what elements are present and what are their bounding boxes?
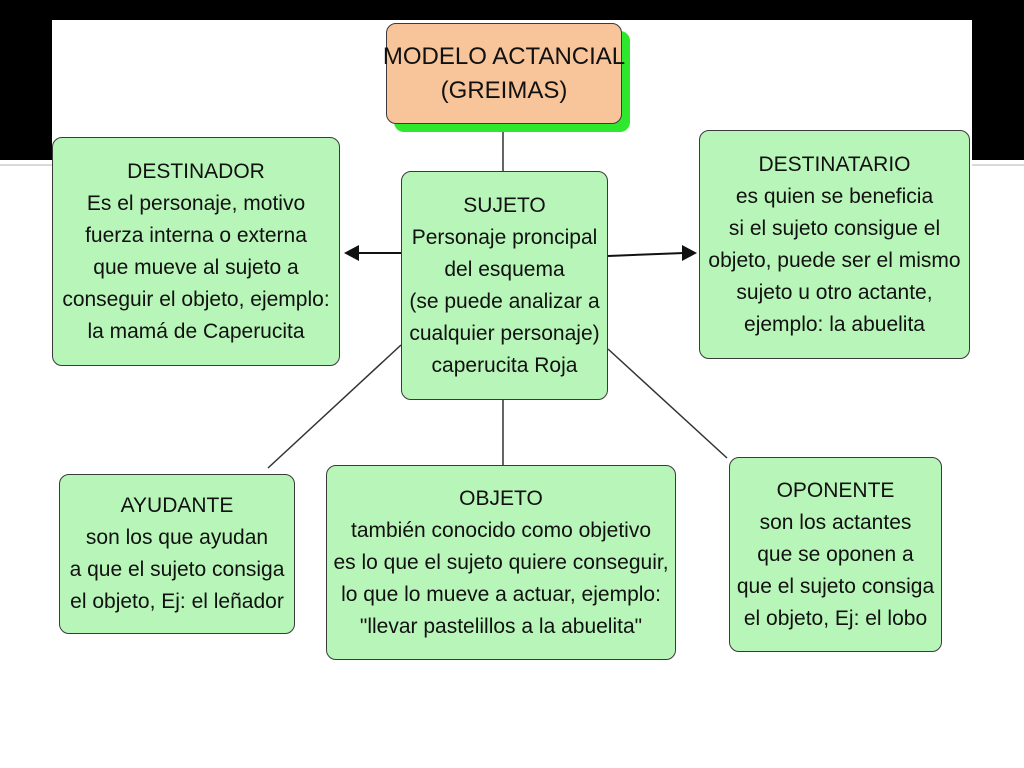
sujeto-text-line: Personaje proncipal — [411, 225, 598, 249]
arrowhead-right-icon — [682, 245, 697, 261]
oponente-box: OPONENTE son los actantes que se oponen … — [729, 457, 942, 652]
destinatario-text-line: sujeto u otro actante, — [736, 280, 933, 304]
right-black-bar — [972, 0, 1024, 160]
objeto-text-line: "llevar pastelillos a la abuelita" — [359, 614, 643, 638]
objeto-text-line: lo que lo mueve a actuar, ejemplo: — [341, 582, 661, 606]
sujeto-to-ayudante-line — [267, 344, 402, 469]
ayudante-text-line: a que el sujeto consiga — [69, 558, 285, 581]
sujeto-text-line: del esquema — [444, 257, 565, 281]
sujeto-heading: SUJETO — [463, 193, 546, 217]
left-black-bar — [0, 0, 52, 160]
sujeto-to-destinatario-line — [607, 252, 685, 257]
destinador-text-line: Es el personaje, motivo — [86, 191, 306, 215]
sujeto-text-line: (se puede analizar a — [409, 289, 600, 313]
sujeto-box: SUJETO Personaje proncipal del esquema (… — [401, 171, 608, 400]
ayudante-text-line: el objeto, Ej: el leñador — [70, 590, 284, 613]
left-divider — [0, 164, 52, 166]
destinador-heading: DESTINADOR — [127, 159, 265, 183]
oponente-text-line: que se oponen a — [757, 542, 914, 566]
sujeto-to-oponente-line — [607, 348, 728, 459]
sujeto-text-line: caperucita Roja — [431, 353, 578, 377]
oponente-text-line: el objeto, Ej: el lobo — [743, 606, 928, 630]
destinatario-text-line: objeto, puede ser el mismo — [708, 248, 961, 272]
objeto-box: OBJETO también conocido como objetivo es… — [326, 465, 676, 660]
destinador-text-line: fuerza interna o externa — [85, 223, 307, 247]
destinador-text-line: conseguir el objeto, ejemplo: — [62, 287, 330, 311]
title-box: MODELO ACTANCIAL (GREIMAS) — [382, 23, 626, 124]
ayudante-box: AYUDANTE son los que ayudan a que el suj… — [59, 474, 295, 634]
oponente-heading: OPONENTE — [776, 478, 895, 502]
top-black-bar — [0, 0, 1024, 20]
destinador-box: DESTINADOR Es el personaje, motivo fuerz… — [52, 137, 340, 366]
arrowhead-left-icon — [344, 245, 359, 261]
oponente-text-line: que el sujeto consiga — [736, 574, 935, 598]
oponente-text-line: son los actantes — [759, 510, 912, 534]
title-line: (GREIMAS) — [440, 76, 568, 104]
ayudante-heading: AYUDANTE — [120, 494, 234, 517]
destinatario-text-line: es quien se beneficia — [735, 184, 934, 208]
destinatario-heading: DESTINATARIO — [758, 152, 911, 176]
destinatario-box: DESTINATARIO es quien se beneficia si el… — [699, 130, 970, 359]
destinatario-text-line: si el sujeto consigue el — [728, 216, 941, 240]
objeto-heading: OBJETO — [459, 486, 543, 510]
objeto-text-line: también conocido como objetivo — [350, 518, 651, 542]
title-line: MODELO ACTANCIAL — [382, 42, 626, 70]
objeto-text-line: es lo que el sujeto quiere conseguir, — [333, 550, 669, 574]
destinatario-text-line: ejemplo: la abuelita — [744, 312, 925, 336]
destinador-text-line: la mamá de Caperucita — [87, 319, 305, 343]
ayudante-text-line: son los que ayudan — [85, 526, 269, 549]
sujeto-text-line: cualquier personaje) — [409, 321, 600, 345]
destinador-text-line: que mueve al sujeto a — [93, 255, 299, 279]
right-divider — [972, 164, 1024, 166]
